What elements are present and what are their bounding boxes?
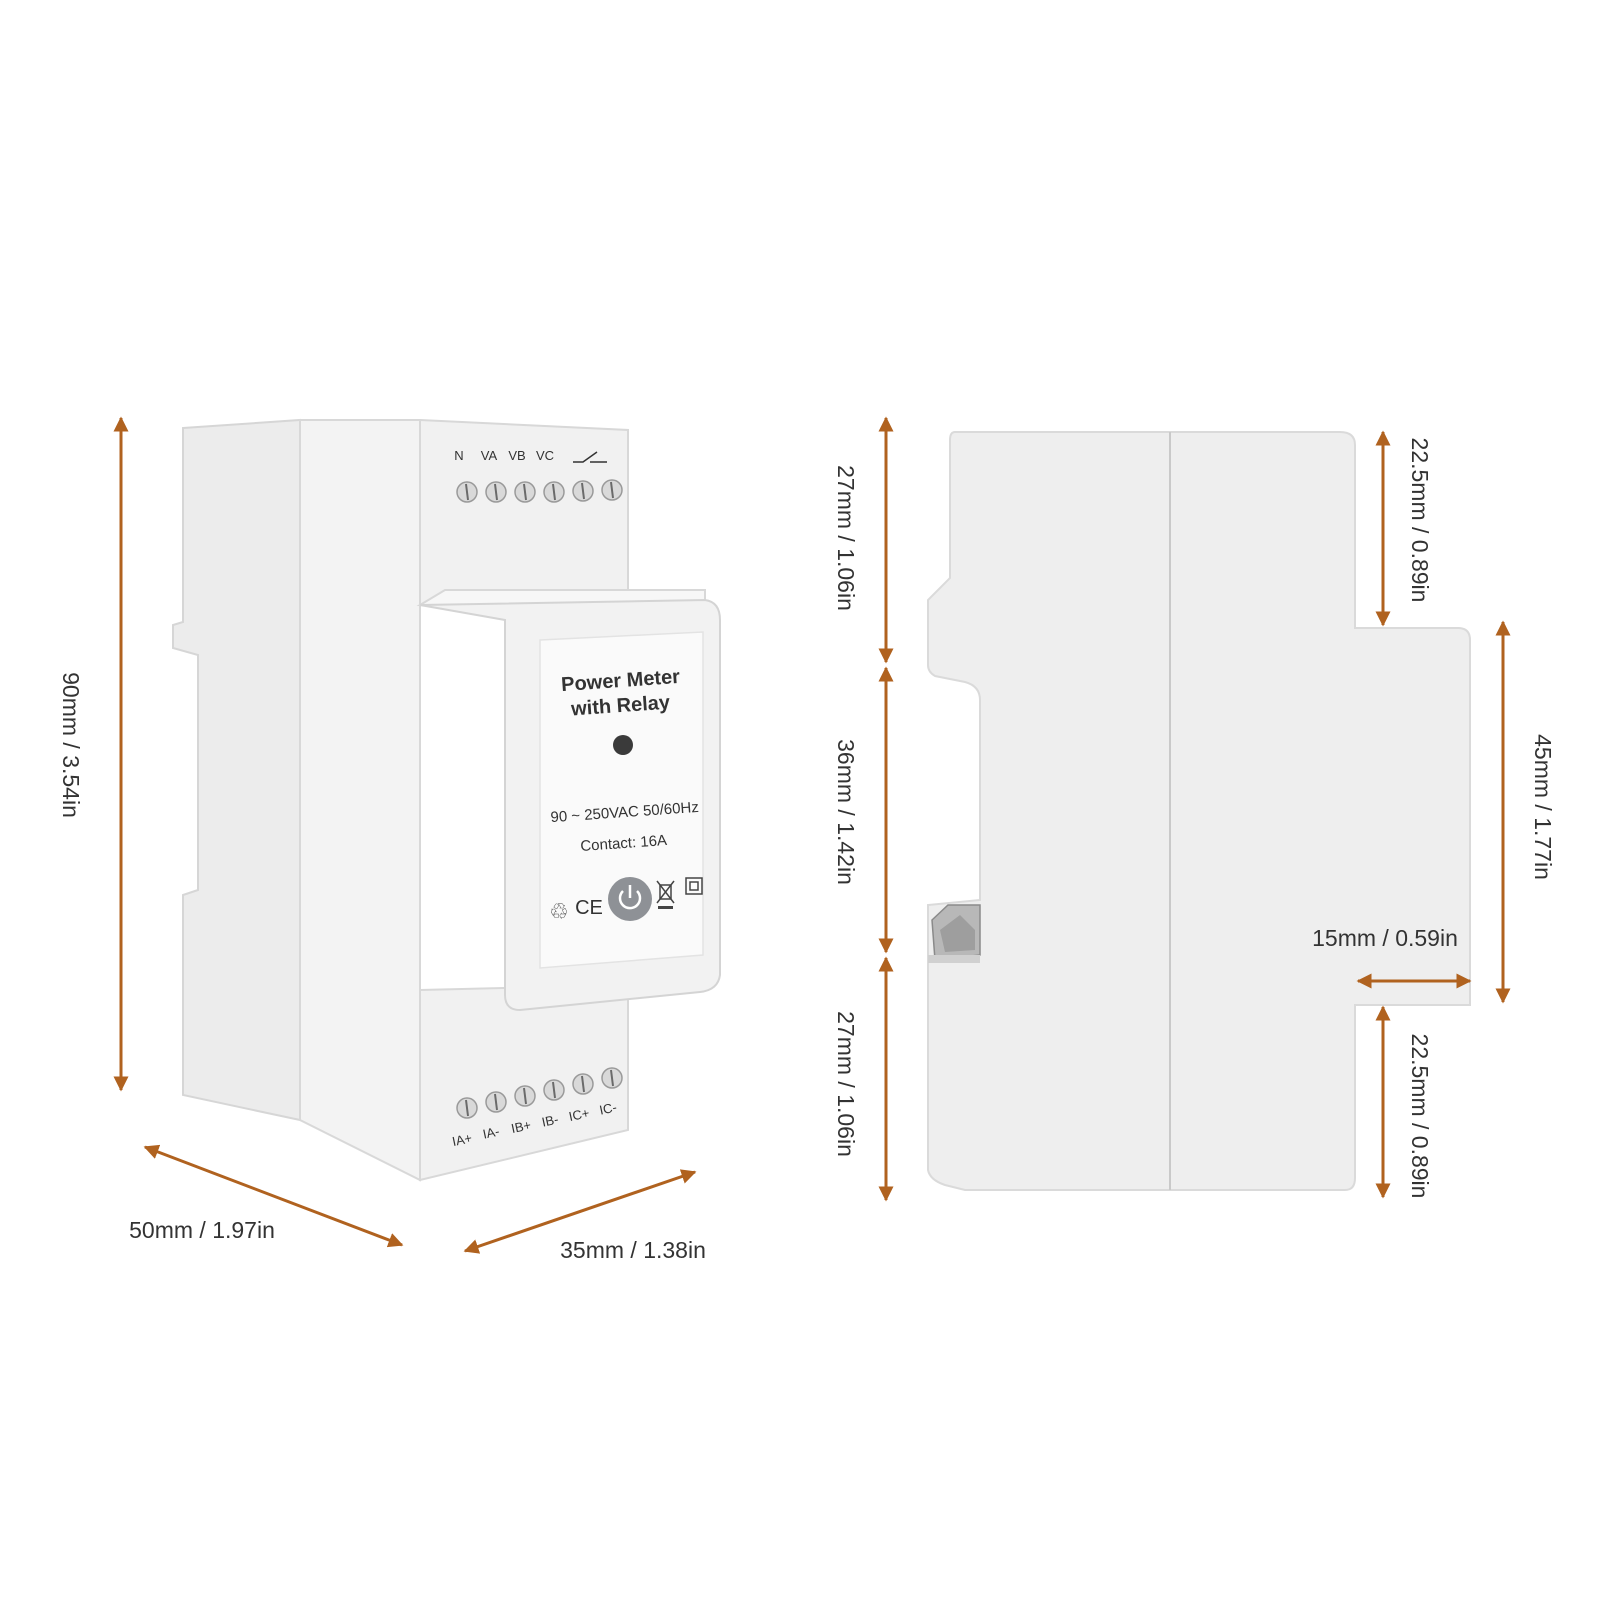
dim-label-right-top: 22.5mm / 0.89in <box>1407 438 1433 603</box>
terminal-label-ib-plus: IB+ <box>510 1117 533 1136</box>
top-terminal-screw-slot-4 <box>552 483 556 501</box>
terminal-label-ia-plus: IA+ <box>451 1130 474 1149</box>
relay-contact-icon <box>573 451 607 463</box>
bottom-terminal-screws <box>456 1067 623 1119</box>
top-terminal-screw-slot-3 <box>523 483 527 501</box>
dim-label-side-middle: 36mm / 1.42in <box>833 739 859 885</box>
ce-mark-icon: CE <box>575 897 603 919</box>
bottom-terminal-screw-slot-5 <box>581 1075 585 1093</box>
din-clip <box>928 904 981 963</box>
device-side-view <box>927 431 1471 1191</box>
bottom-terminal-screw-slot-3 <box>523 1087 527 1105</box>
dim-label-height: 90mm / 3.54in <box>58 672 84 818</box>
terminal-label-ia-minus: IA- <box>481 1124 500 1142</box>
double-insulation-icon <box>685 877 703 895</box>
device-back-body <box>172 418 301 1122</box>
arrow-depth <box>463 1169 697 1254</box>
dim-label-right-step: 15mm / 0.59in <box>1312 925 1458 951</box>
device-label <box>539 631 704 969</box>
arrow-width <box>143 1144 404 1248</box>
top-terminal-screws <box>456 479 623 503</box>
bottom-terminal-block <box>419 983 629 1182</box>
dimension-arrows <box>113 416 1511 1254</box>
dim-label-depth: 35mm / 1.38in <box>560 1237 706 1263</box>
top-terminal-screw-slot-2 <box>494 483 498 501</box>
dim-label-right-middle: 45mm / 1.77in <box>1530 734 1556 880</box>
weee-bin-icon <box>656 880 675 909</box>
device-front-view: N VA VB VC IA+ IA- IB+ IB- IC+ IC- Power… <box>172 418 721 1182</box>
terminal-label-ib-minus: IB- <box>540 1112 559 1130</box>
terminal-label-va: VA <box>481 448 498 463</box>
terminal-label-ic-minus: IC- <box>598 1099 618 1117</box>
power-button-icon[interactable] <box>608 877 652 921</box>
dim-label-width: 50mm / 1.97in <box>129 1217 275 1243</box>
top-terminal-screw-slot-5 <box>581 482 585 500</box>
device-side-face <box>299 419 421 1182</box>
side-view-body <box>927 431 1471 1191</box>
top-terminal-screw-slot-6 <box>610 481 614 499</box>
bottom-terminal-screw-slot-4 <box>552 1081 556 1099</box>
top-terminal-screw-slot-1 <box>465 483 469 501</box>
dim-label-side-bottom: 27mm / 1.06in <box>833 1011 859 1157</box>
bottom-terminal-screw-slot-1 <box>465 1099 469 1117</box>
terminal-label-vb: VB <box>508 448 525 463</box>
dim-label-side-top: 27mm / 1.06in <box>833 465 859 611</box>
terminal-label-ic-plus: IC+ <box>567 1105 590 1124</box>
terminal-label-n: N <box>454 448 463 463</box>
dim-label-right-bottom: 22.5mm / 0.89in <box>1407 1034 1433 1199</box>
recycle-icon: ♲ <box>549 899 569 924</box>
bottom-terminal-screw-slot-2 <box>494 1093 498 1111</box>
status-led-icon <box>613 735 633 755</box>
label-contact: Contact: 16A <box>580 832 668 855</box>
bottom-terminal-screw-slot-6 <box>610 1069 614 1087</box>
terminal-label-vc: VC <box>536 448 554 463</box>
